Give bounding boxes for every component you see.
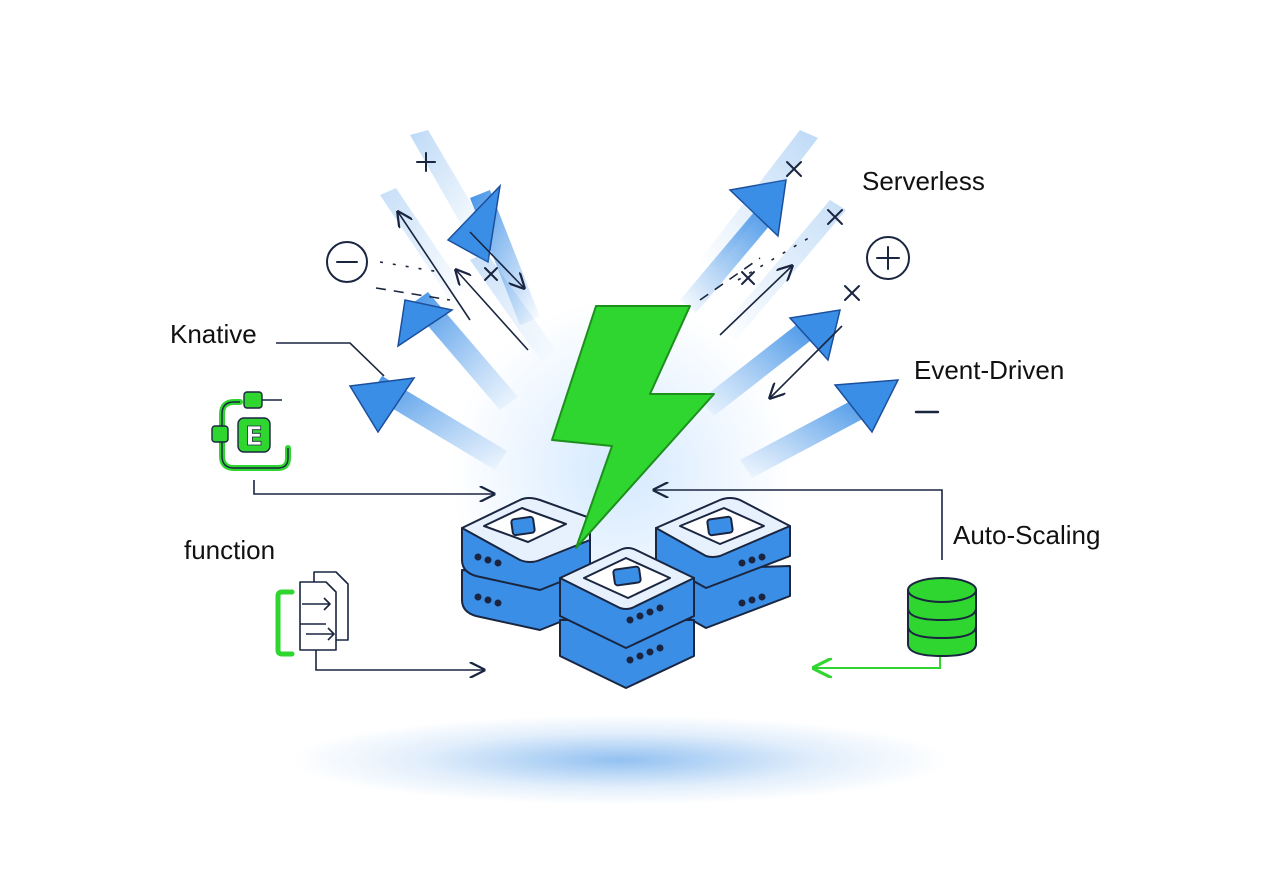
plus-icon (416, 152, 436, 172)
blue-arrow-head (397, 299, 454, 348)
knative-to-servers-arrow (253, 480, 494, 494)
faint-streak (410, 130, 488, 240)
x-icon (741, 271, 755, 285)
function-to-servers-arrow (315, 650, 484, 670)
dashed-line (375, 287, 451, 301)
auto-scaling-label: Auto-Scaling (953, 520, 1101, 550)
blue-arrow-tail (740, 396, 872, 478)
function-document-icon (275, 571, 349, 657)
knative-icon-letter: E (245, 422, 263, 452)
blue-arrow-tail (680, 205, 776, 313)
server-stack-icon (461, 497, 791, 689)
thin-arrow (398, 212, 471, 321)
blue-arrow-tail (410, 292, 518, 410)
server-unit-left (461, 497, 591, 631)
autoscaling-to-servers-arrow (654, 490, 943, 560)
x-icon (786, 161, 802, 177)
blue-arrow-head (833, 379, 900, 434)
x-icon (484, 267, 498, 281)
math-marks (326, 152, 940, 414)
lightning-bolt-icon (551, 305, 715, 549)
thin-arrow (770, 325, 843, 398)
knative-icon: E (211, 391, 291, 471)
blue-arrow-tail (700, 322, 814, 416)
minus-circle-icon (326, 241, 368, 283)
knative-leader-line (276, 342, 385, 377)
knative-label: Knative (170, 319, 257, 349)
faint-streak (470, 252, 556, 360)
dashed-line (737, 235, 813, 281)
function-label: function (184, 535, 276, 565)
floor-shadow (290, 715, 950, 805)
dashed-line (699, 257, 761, 301)
x-icon (827, 209, 843, 225)
server-unit-center (559, 547, 695, 689)
thin-arrows (375, 212, 843, 398)
blue-arrow-head (348, 377, 416, 434)
thin-arrow (719, 266, 792, 336)
thin-arrow (469, 231, 524, 288)
database-icon (907, 577, 977, 658)
thin-arrow (456, 270, 529, 351)
blue-arrow-tail (370, 376, 507, 470)
plus-circle-icon (866, 236, 910, 280)
x-icon (844, 285, 860, 301)
serverless-label: Serverless (862, 166, 985, 196)
event-driven-label: Event-Driven (914, 355, 1065, 385)
